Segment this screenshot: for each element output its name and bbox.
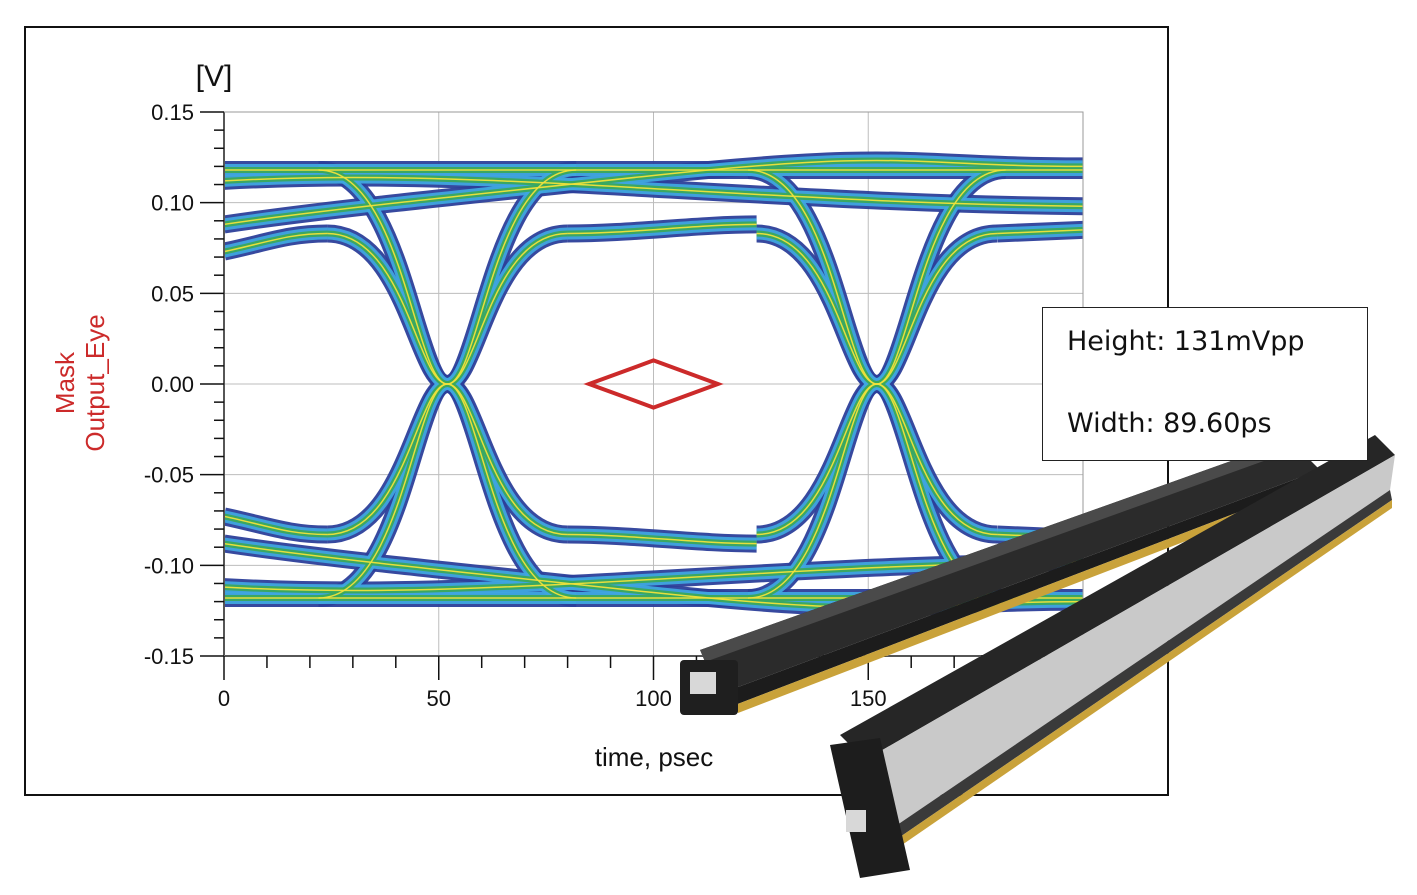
eye-trace	[224, 515, 328, 536]
eye-trace	[997, 229, 1083, 235]
x-axis-title: time, psec	[595, 742, 714, 772]
eye-diagram-chart: 0.15 0.10 0.05 0.00 -0.05 -0.10 -0.15 0 50 100 150…	[50, 60, 1084, 772]
eye-height-value: Height: 131mVpp	[1067, 326, 1305, 357]
y-tick-label: 0.15	[151, 100, 194, 125]
y-tick-label: -0.15	[144, 644, 194, 669]
eye-width-value: Width: 89.60ps	[1067, 408, 1272, 439]
y-axis-title-mask: Mask	[50, 351, 80, 414]
eye-trace	[567, 223, 757, 235]
x-tick-label: 0	[218, 686, 230, 711]
x-tick-label: 100	[635, 686, 672, 711]
eye-diagram-frame: 0.15 0.10 0.05 0.00 -0.05 -0.10 -0.15 0 50 100 150…	[24, 26, 1169, 796]
x-tick-label: 50	[427, 686, 451, 711]
y-unit-label: [V]	[196, 60, 233, 93]
mask-polygon	[583, 358, 724, 410]
y-tick-label: 0.00	[151, 372, 194, 397]
y-tick-label: -0.10	[144, 553, 194, 578]
eye-trace	[224, 232, 328, 253]
y-tick-label: 0.05	[151, 281, 194, 306]
x-tick-label: 150	[850, 686, 887, 711]
eye-trace	[224, 176, 1083, 208]
eye-trace	[327, 232, 568, 536]
mask-group	[583, 358, 724, 410]
measurement-box: Height: 131mVpp Width: 89.60ps	[1042, 307, 1368, 461]
y-tick-label: 0.10	[151, 191, 194, 216]
eye-trace	[224, 159, 1083, 226]
y-tick-label: -0.05	[144, 463, 194, 488]
y-axis-title-output: Output_Eye	[80, 314, 110, 451]
